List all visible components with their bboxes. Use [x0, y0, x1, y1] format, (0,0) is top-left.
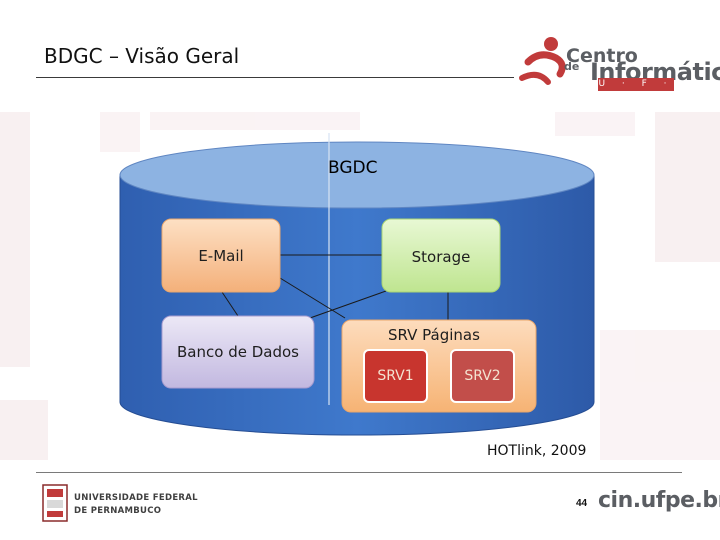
university-line-1: UNIVERSIDADE FEDERAL [74, 493, 198, 503]
connection-lines [221, 254, 449, 322]
banco-label: Banco de Dados [177, 343, 299, 361]
university-name: UNIVERSIDADE FEDERAL DE PERNAMBUCO [74, 492, 198, 518]
logo-de: de [564, 60, 580, 73]
srv1-box [363, 349, 428, 403]
logo-ufpe-bar: U · F · P · E [598, 78, 674, 102]
banco-box [161, 315, 315, 389]
email-box [161, 218, 281, 293]
storage-box [381, 218, 501, 293]
university-line-2: DE PERNAMBUCO [74, 506, 162, 516]
page-number: 44 [576, 498, 588, 509]
logo-centro: Centro [566, 45, 638, 67]
source-note: HOTlink, 2009 [487, 443, 587, 459]
email-label: E-Mail [198, 247, 244, 265]
cin-logo-mark [519, 37, 566, 85]
decorative-shapes [0, 112, 720, 460]
srv-paginas-label: SRV Páginas [388, 326, 480, 344]
srv2-box [450, 349, 515, 403]
container-label: BGDC [328, 158, 378, 178]
storage-label: Storage [411, 247, 471, 266]
footer-rule [36, 472, 682, 473]
slide-title: BDGC – Visão Geral [44, 44, 240, 68]
srv1-label: SRV1 [377, 368, 414, 384]
title-underline [36, 77, 514, 78]
ufpe-crest-icon [42, 484, 68, 522]
site-url: cin.ufpe.br [598, 488, 720, 513]
srv2-label: SRV2 [464, 368, 501, 384]
logo-ufpe-text: U · F · P · E [598, 79, 674, 102]
